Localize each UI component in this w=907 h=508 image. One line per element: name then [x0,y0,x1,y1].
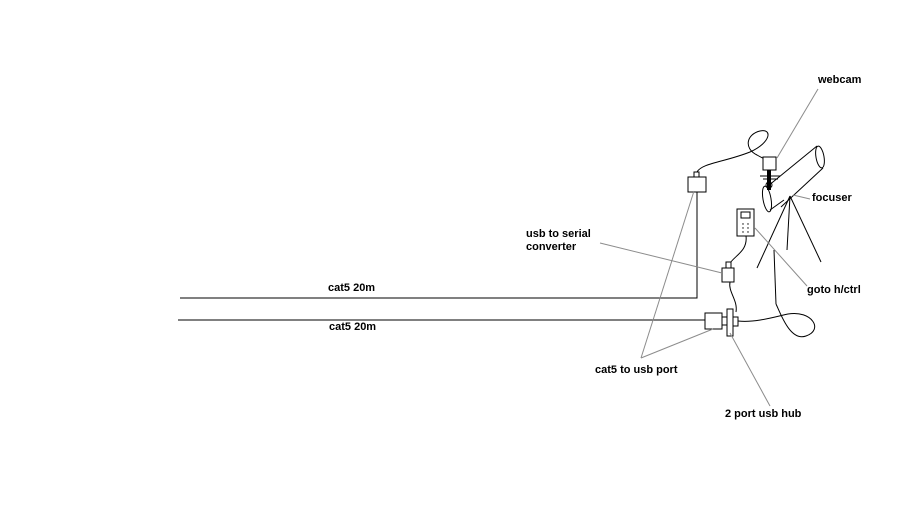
usb-hub [704,303,816,338]
cat5-usb-label: cat5 to usb port [595,364,678,376]
usb-cable-to-webcam [696,130,769,173]
hub-label: 2 port usb hub [725,408,802,420]
goto-label: goto h/ctrl [807,284,861,296]
cat5-usb-adapter-top [687,171,707,193]
usb-serial-converter [721,261,737,313]
usb-serial-label-line2: converter [526,241,577,253]
goto-hand-controller [727,208,755,267]
usb-serial-label-line1: usb to serial [526,228,591,240]
leader-lines [599,88,819,407]
cable-top-label: cat5 20m [328,282,376,294]
focuser-label: focuser [812,192,852,204]
webcam-label: webcam [818,74,862,86]
webcam [760,156,780,190]
cat5-cable-top [180,192,698,299]
tripod [756,195,822,305]
cable-bottom-label: cat5 20m [329,321,377,333]
